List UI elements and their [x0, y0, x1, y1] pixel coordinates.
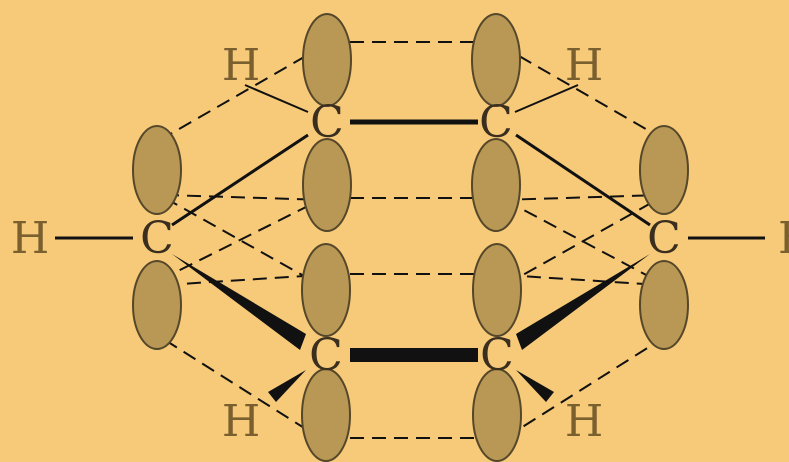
hydrogen-top-left-label: H	[222, 40, 260, 91]
wedge-h-bottom-right	[516, 370, 554, 402]
dash-left-upper-2	[164, 194, 326, 201]
orbital-lobe	[132, 260, 182, 350]
hydrogen-top-right-label: H	[565, 40, 603, 91]
orbital-lobe	[472, 368, 522, 462]
hydrogen-bottom-left-label: H	[222, 396, 260, 447]
orbital-lobe	[471, 13, 521, 107]
carbon-bottom-left-label: C	[309, 330, 343, 381]
p-orbitals	[132, 13, 689, 462]
dash-right-lower-1	[504, 274, 661, 286]
dash-right-cross-2	[504, 199, 666, 286]
wedge-h-bottom-left	[268, 370, 306, 402]
bond-h-top-left	[244, 84, 309, 113]
dash-right-upper-1	[499, 44, 666, 141]
orbital-lobe	[471, 138, 521, 232]
hydrogen-right-label: H	[778, 213, 789, 264]
wedge-right-lower	[516, 254, 650, 350]
dash-right-lower-2	[504, 339, 661, 439]
hydrogen-bottom-right-label: H	[565, 396, 603, 447]
orbital-lobe	[301, 243, 351, 337]
dash-left-lower-2	[164, 339, 321, 439]
carbon-bottom-right-label: C	[480, 330, 514, 381]
dash-left-lower-1	[164, 274, 321, 286]
bond-right-upper	[515, 133, 651, 227]
carbon-left-label: C	[140, 213, 174, 264]
dash-right-cross-1	[504, 197, 661, 286]
bond-left-upper	[171, 133, 309, 227]
dash-left-cross-2	[159, 199, 321, 281]
wedge-bonds	[172, 254, 650, 402]
pi-overlap-dashes	[159, 41, 666, 439]
carbon-top-left-label: C	[310, 97, 344, 148]
orbital-lobe	[301, 368, 351, 462]
atom-labels: C C C C C C H H H H H H	[11, 40, 789, 447]
orbital-lobe	[302, 13, 352, 107]
orbital-lobe	[132, 125, 182, 215]
dash-left-upper-1	[159, 44, 326, 141]
orbital-lobe	[302, 138, 352, 232]
orbital-lobe	[639, 260, 689, 350]
hydrogen-left-label: H	[11, 213, 49, 264]
bond-h-top-right	[514, 84, 579, 113]
wedge-left-lower	[172, 254, 306, 350]
orbital-lobe	[639, 125, 689, 215]
orbital-lobe	[472, 243, 522, 337]
dash-right-upper-2	[499, 194, 661, 201]
sigma-bonds	[55, 84, 765, 362]
carbon-right-label: C	[647, 213, 681, 264]
carbon-top-right-label: C	[479, 97, 513, 148]
